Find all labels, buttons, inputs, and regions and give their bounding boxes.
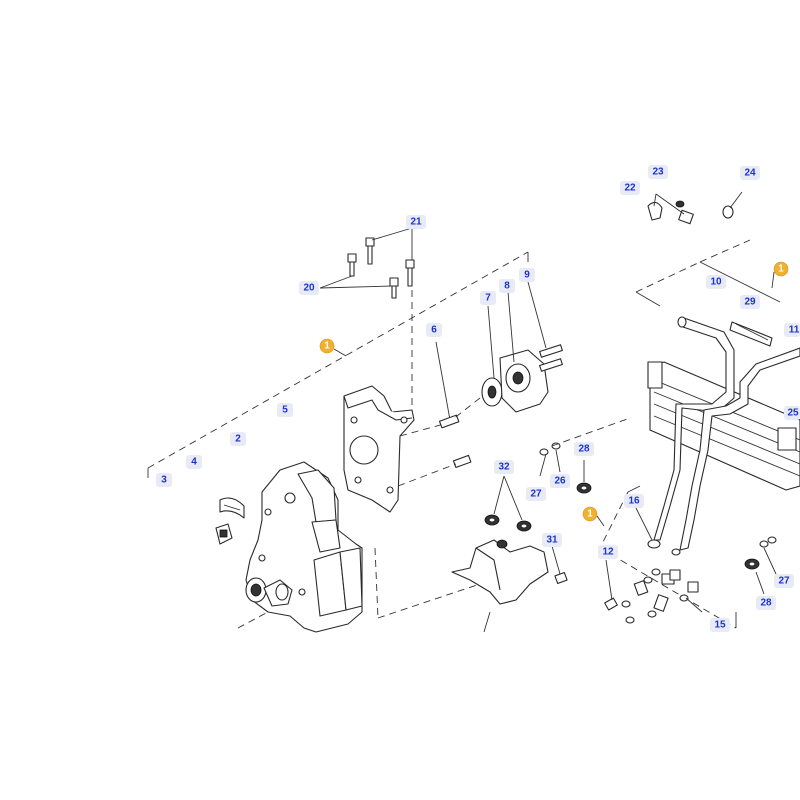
guard-31-32 (451, 475, 568, 633)
assembly-badges: 1 1 1 (319, 261, 789, 527)
svg-text:1: 1 (587, 509, 593, 520)
svg-text:2: 2 (235, 434, 241, 445)
svg-text:26: 26 (554, 476, 566, 487)
svg-text:27: 27 (778, 576, 790, 587)
svg-text:3: 3 (161, 475, 167, 486)
assembly-badge-lower: 1 (582, 506, 598, 522)
hose-29 (729, 321, 773, 347)
svg-text:20: 20 (303, 283, 315, 294)
svg-text:11: 11 (789, 325, 800, 336)
svg-text:8: 8 (504, 281, 510, 292)
warning-decal-4 (219, 497, 245, 519)
callout-29: 29 (740, 295, 760, 309)
fittings-12-15-16 (604, 507, 703, 624)
callout-3: 3 (156, 473, 172, 487)
svg-text:5: 5 (282, 405, 288, 416)
svg-text:28: 28 (578, 444, 590, 455)
callout-31: 31 (542, 533, 562, 547)
callout-7: 7 (480, 291, 496, 305)
svg-text:27: 27 (530, 489, 542, 500)
svg-text:24: 24 (744, 168, 756, 179)
callout-23: 23 (648, 165, 668, 179)
clamps-22-23-24 (647, 191, 743, 225)
screws-20-21 (319, 227, 415, 410)
svg-text:25: 25 (787, 408, 799, 419)
callout-12: 12 (598, 545, 618, 559)
svg-text:31: 31 (546, 535, 558, 546)
svg-text:12: 12 (602, 547, 614, 558)
callout-8: 8 (499, 279, 515, 293)
flange-seal-7-8-9 (451, 281, 563, 421)
callout-11: 11 (784, 323, 800, 337)
callout-6: 6 (426, 323, 442, 337)
seals-26-27-28 (539, 417, 631, 494)
svg-text:6: 6 (431, 325, 437, 336)
decal-plate-3 (215, 523, 233, 545)
svg-text:1: 1 (778, 264, 784, 275)
callout-22: 22 (620, 181, 640, 195)
svg-text:10: 10 (710, 277, 722, 288)
callout-28-right: 28 (756, 596, 776, 610)
assembly-frame (147, 239, 781, 629)
assembly-badge-right: 1 (773, 261, 789, 277)
callout-16: 16 (624, 494, 644, 508)
bolt-6 (397, 341, 472, 487)
callout-20: 20 (299, 281, 319, 295)
svg-text:9: 9 (524, 270, 530, 281)
svg-text:21: 21 (410, 217, 422, 228)
callout-9: 9 (519, 268, 535, 282)
svg-text:28: 28 (760, 598, 772, 609)
callout-21: 21 (406, 215, 426, 229)
callout-27-left: 27 (526, 487, 546, 501)
callout-4: 4 (186, 455, 202, 469)
callout-24: 24 (740, 166, 760, 180)
callout-2: 2 (230, 432, 246, 446)
callout-5: 5 (277, 403, 293, 417)
callout-26: 26 (550, 474, 570, 488)
mounting-bracket-5 (343, 385, 415, 513)
assembly-badge-left: 1 (319, 338, 335, 354)
svg-text:32: 32 (498, 462, 510, 473)
svg-text:7: 7 (485, 293, 491, 304)
callout-25: 25 (784, 406, 800, 420)
svg-text:15: 15 (714, 620, 726, 631)
callout-32: 32 (494, 460, 514, 474)
cooler-assembly (647, 361, 800, 491)
gearbox-housing (245, 461, 363, 633)
svg-text:29: 29 (744, 297, 756, 308)
callout-27-right: 27 (774, 574, 794, 588)
callout-15: 15 (710, 618, 730, 632)
callout-28-left: 28 (574, 442, 594, 456)
svg-text:23: 23 (652, 167, 664, 178)
callout-10: 10 (706, 275, 726, 289)
callout-labels: 2 3 4 5 6 7 8 9 10 11 12 15 16 20 21 22 … (156, 165, 800, 632)
seals-27-28-right (744, 536, 777, 595)
svg-text:22: 22 (624, 183, 636, 194)
svg-text:4: 4 (191, 457, 197, 468)
svg-text:16: 16 (628, 496, 640, 507)
svg-text:1: 1 (324, 341, 330, 352)
